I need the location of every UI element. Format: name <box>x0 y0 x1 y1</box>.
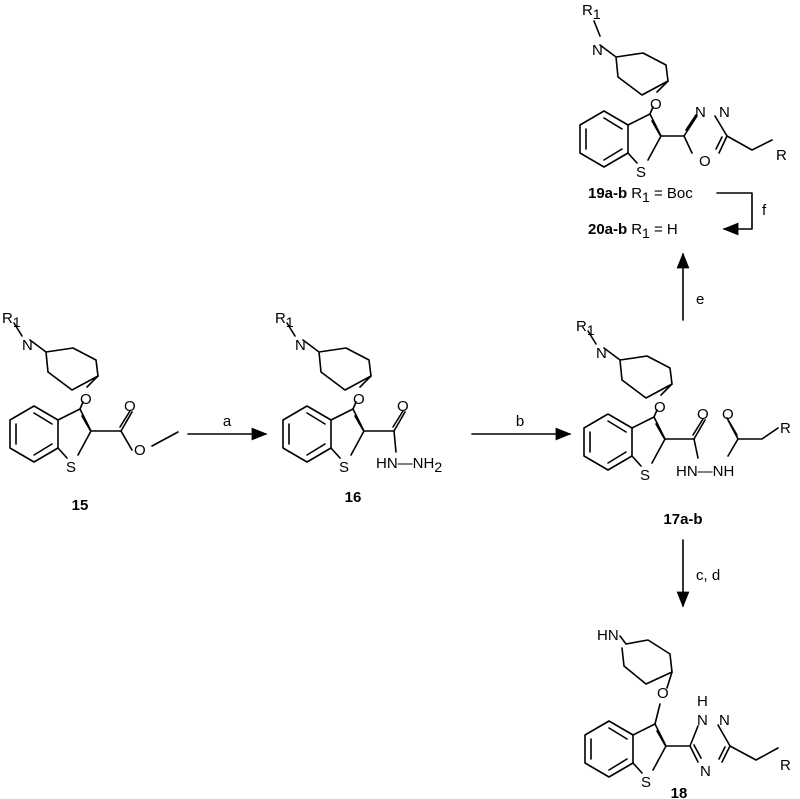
oxadiazole-n2: N <box>719 104 730 121</box>
ester-o-15: O <box>134 442 146 459</box>
ether-oxygen-15: O <box>80 391 92 408</box>
reagent-b: b <box>516 413 524 430</box>
compound-17a-b: O S N O O HN—NH R R1 17a-b <box>576 318 791 528</box>
ether-oxygen-19: O <box>650 96 662 113</box>
r1-17: R1 <box>576 318 595 338</box>
sulfur-18: S <box>641 774 651 791</box>
r1-16: R1 <box>275 310 294 330</box>
piperidine-n-19: N <box>592 42 603 59</box>
arrow-f <box>716 192 753 236</box>
ether-oxygen-18: O <box>657 685 669 702</box>
sulfur-15: S <box>66 459 76 476</box>
compound-label-15: 15 <box>72 497 89 514</box>
reagent-a: a <box>223 413 232 430</box>
carbonyl-o2-17: O <box>722 406 734 423</box>
r1-19: R1 <box>582 2 601 22</box>
carbonyl-o-16: O <box>397 398 409 415</box>
reagent-e: e <box>696 291 704 308</box>
piperidine-n-15: N <box>22 337 33 354</box>
ether-oxygen-16: O <box>353 391 365 408</box>
triazole-h: H <box>697 693 708 710</box>
r-group-18: R <box>780 757 791 774</box>
piperidine-nh-18: HN <box>597 627 619 644</box>
carbonyl-o-15: O <box>124 398 136 415</box>
sulfur-16: S <box>339 459 349 476</box>
hydrazide-17: HN—NH <box>676 463 734 480</box>
triazole-n1: N <box>697 712 708 729</box>
reagent-cd: c, d <box>696 567 720 584</box>
r-group-19: R <box>776 147 787 164</box>
compound-label-17: 17a-b <box>663 511 702 528</box>
compound-label-16: 16 <box>345 489 362 506</box>
compound-15: O S N O O R1 15 <box>2 310 179 514</box>
sulfur-17: S <box>640 467 650 484</box>
r1-15: R1 <box>2 310 21 330</box>
piperidine-n-16: N <box>295 337 306 354</box>
compound-16: O S N O HN—NH2 R1 16 <box>275 310 442 506</box>
oxadiazole-n1: N <box>695 104 706 121</box>
hydrazide-16: HN—NH2 <box>376 455 442 475</box>
compound-18: O S HN H N N N R 18 <box>584 627 791 799</box>
reagent-f: f <box>762 202 767 219</box>
compound-label-18: 18 <box>671 785 688 799</box>
piperidine-n-17: N <box>596 345 607 362</box>
triazole-n2: N <box>719 712 730 729</box>
ether-oxygen-17: O <box>654 399 666 416</box>
triazole-n4: N <box>700 763 711 780</box>
r-group-17: R <box>780 420 791 437</box>
carbonyl-o1-17: O <box>697 406 709 423</box>
sulfur-19: S <box>636 164 646 181</box>
oxadiazole-o: O <box>699 153 711 170</box>
